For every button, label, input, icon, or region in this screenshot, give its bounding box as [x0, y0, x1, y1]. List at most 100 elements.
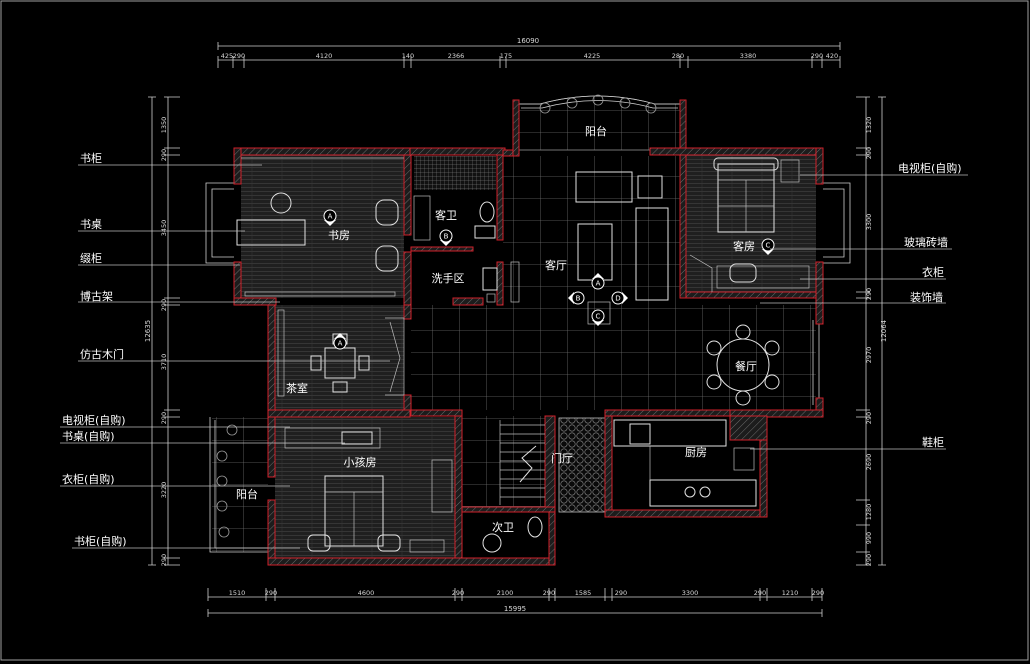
marker-letter: B: [444, 233, 449, 241]
dim-bottom: 1510: [229, 589, 246, 597]
study-armchair-2: [375, 245, 399, 272]
floors: [212, 95, 816, 558]
dim-top: 425: [221, 52, 233, 60]
balcony-plant: [216, 450, 228, 462]
dim-left: 290: [160, 149, 168, 161]
dim-right: 2690: [865, 454, 873, 471]
callouts-left: 书柜 书桌 缀柜 博古架 仿古木门 电视柜(自购) 书桌(自购) 衣柜(自购) …: [60, 152, 390, 549]
room-label-study: 书房: [328, 229, 350, 242]
dim-right-total: 12064: [880, 319, 888, 342]
wall-bath-top: [409, 147, 506, 156]
balcony-plant: [592, 94, 604, 106]
dim-top: 290: [811, 52, 823, 60]
tea-chair: [332, 381, 348, 393]
kids-bed-lines: [325, 491, 383, 546]
floor-foyer: [558, 417, 608, 513]
marker-letter: C: [766, 242, 771, 250]
wall-tea-right-upper: [403, 304, 412, 320]
living-armchair: [637, 175, 663, 199]
callout-cabinet: 缀柜: [80, 252, 102, 265]
room-label-kids-room: 小孩房: [344, 456, 377, 469]
dim-top: 420: [826, 52, 838, 60]
dim-top: 3380: [740, 52, 757, 60]
room-label-guest-room: 客房: [733, 239, 755, 253]
study-bookshelf: [244, 291, 396, 297]
dim-left: 3710: [160, 354, 168, 371]
kids-bookcase: [409, 539, 445, 553]
dim-top: 140: [402, 52, 414, 60]
wall-study-bottom: [233, 297, 277, 306]
dim-right: 3300: [865, 214, 873, 231]
guest-bath-cabinet: [413, 195, 431, 241]
dim-left: 290: [160, 299, 168, 311]
balcony-plant: [539, 102, 551, 114]
tea-chair: [358, 355, 370, 371]
floor-guest-room: [686, 155, 816, 292]
room-label-balcony-west: 阳台: [236, 487, 258, 501]
wall-kids-left-upper: [267, 416, 276, 478]
wall-study-right-upper: [403, 154, 412, 236]
guest-bed-headboard: [713, 157, 779, 171]
marker-letter: A: [328, 213, 333, 221]
room-label-secondary-bath: 次卫: [492, 520, 514, 534]
guest-glass-wall: [689, 254, 713, 292]
wc-basin: [482, 533, 502, 553]
dim-left: 1350: [160, 117, 168, 134]
wall-hall-top: [409, 409, 463, 417]
marker-letter: D: [615, 295, 620, 303]
tea-chair: [310, 355, 322, 371]
dining-chair: [706, 374, 722, 390]
floor-dining: [411, 305, 816, 410]
dim-bottom: 290: [543, 589, 555, 597]
room-labels: 阳台 客卫 书房 客厅 洗手区 客房 茶室 餐厅 小孩房 厨房 门厅 阳台 次卫: [236, 124, 757, 534]
wall-balcony-left: [512, 99, 520, 157]
dim-bottom: 1210: [782, 589, 799, 597]
dining-chair: [735, 390, 751, 406]
living-sofa-top: [575, 171, 633, 203]
wall-kids-right: [454, 415, 463, 566]
callout-tv-cabinet: 电视柜(自购): [62, 413, 126, 427]
dimensions-right: 1320 290 3300 290 2970 290 2690 1280 990…: [856, 96, 888, 566]
callout-desk-purchased: 书桌(自购): [62, 429, 115, 443]
balcony-plant: [645, 102, 657, 114]
dim-top: 280: [672, 52, 684, 60]
callout-bookcase: 书柜: [80, 152, 102, 165]
room-label-dining: 餐厅: [735, 359, 757, 373]
tea-curio-shelf: [277, 309, 285, 397]
kids-nightstand: [307, 534, 331, 552]
floor-balcony-west: [212, 417, 268, 552]
callout-feature-wall: 装饰墙: [910, 290, 943, 304]
wash-basin: [482, 267, 498, 291]
marker-letter: A: [338, 340, 343, 348]
dim-top: 4120: [316, 52, 333, 60]
dim-right: 2970: [865, 347, 873, 364]
callout-shoe-cabinet: 鞋柜: [922, 435, 944, 449]
callout-curio-shelf: 博古架: [80, 290, 113, 303]
kitchen-sink: [629, 423, 651, 445]
room-label-tea-room: 茶室: [286, 381, 308, 395]
dim-bottom: 290: [615, 589, 627, 597]
dining-chair: [764, 374, 780, 390]
wall-kids-top: [267, 409, 411, 418]
balcony-plant: [226, 424, 238, 436]
room-label-foyer: 门厅: [551, 451, 573, 465]
dim-right: 1320: [865, 117, 873, 134]
callout-wardrobe: 衣柜: [922, 265, 944, 279]
balcony-plant: [619, 97, 631, 109]
balcony-plant: [566, 97, 578, 109]
callout-antique-door: 仿古木门: [80, 347, 124, 361]
room-label-wash-area: 洗手区: [432, 271, 465, 285]
dimensions-left: 12635 1350 290 3450 290 3710 290 3220 29…: [144, 96, 180, 566]
wall-stair-foyer: [544, 415, 556, 508]
study-desk: [236, 219, 306, 246]
wall-kitchen-right: [759, 439, 768, 518]
dim-right: 990: [865, 532, 873, 544]
elevation-markers: A B A B D C C A: [323, 209, 775, 350]
balcony-plant: [218, 526, 230, 538]
dim-bottom-total: 15995: [504, 605, 526, 613]
elevation-marker: A: [333, 333, 347, 350]
callout-tv-cabinet-guest: 电视柜(自购): [898, 161, 962, 175]
wall-bath-right-lower: [496, 261, 504, 306]
dim-right: 290: [865, 147, 873, 159]
